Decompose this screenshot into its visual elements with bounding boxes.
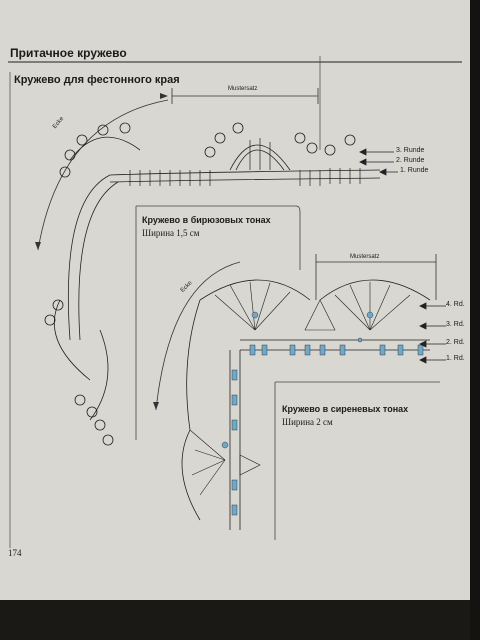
lace1-round-3: 3. Runde: [396, 147, 425, 154]
lace3-round-4: 4. Rd.: [446, 301, 465, 308]
lace2-mustersatz-label: Mustersatz: [350, 254, 380, 260]
lace3-width: Ширина 2 см: [282, 417, 333, 427]
page-number: 174: [8, 548, 22, 558]
lace3-round-2: 2. Rd.: [446, 339, 465, 346]
lace1-round-arrows: [359, 148, 398, 176]
lace1-round-1: 1. Runde: [400, 167, 429, 174]
section-title: Притачное кружево: [10, 46, 127, 60]
lace2-fan-lines: [189, 281, 411, 496]
lace1-pattern: [53, 136, 381, 421]
lace1-picots: [44, 122, 356, 446]
lace1-round-2: 2. Runde: [396, 157, 425, 164]
lace3-round-3: 3. Rd.: [446, 321, 465, 328]
lace2-blue-stitches: [221, 311, 424, 516]
book-page: [0, 0, 470, 600]
lace1-title: Кружево для фестонного края: [14, 74, 180, 86]
lace2-title: Кружево в бирюзовых тонах: [142, 215, 271, 225]
lace3-title: Кружево в сиреневых тонах: [282, 404, 409, 414]
page-edge: [470, 0, 480, 640]
ecke2-arrow: [155, 261, 241, 411]
lace1-mustersatz-label: Mustersatz: [228, 86, 258, 92]
lace2-width: Ширина 1,5 см: [142, 228, 200, 238]
lace3-round-1: 1. Rd.: [446, 355, 465, 362]
page-shadow: [0, 600, 480, 640]
lace1-stitches: [129, 138, 361, 186]
lace3-round-arrows: [419, 302, 446, 364]
